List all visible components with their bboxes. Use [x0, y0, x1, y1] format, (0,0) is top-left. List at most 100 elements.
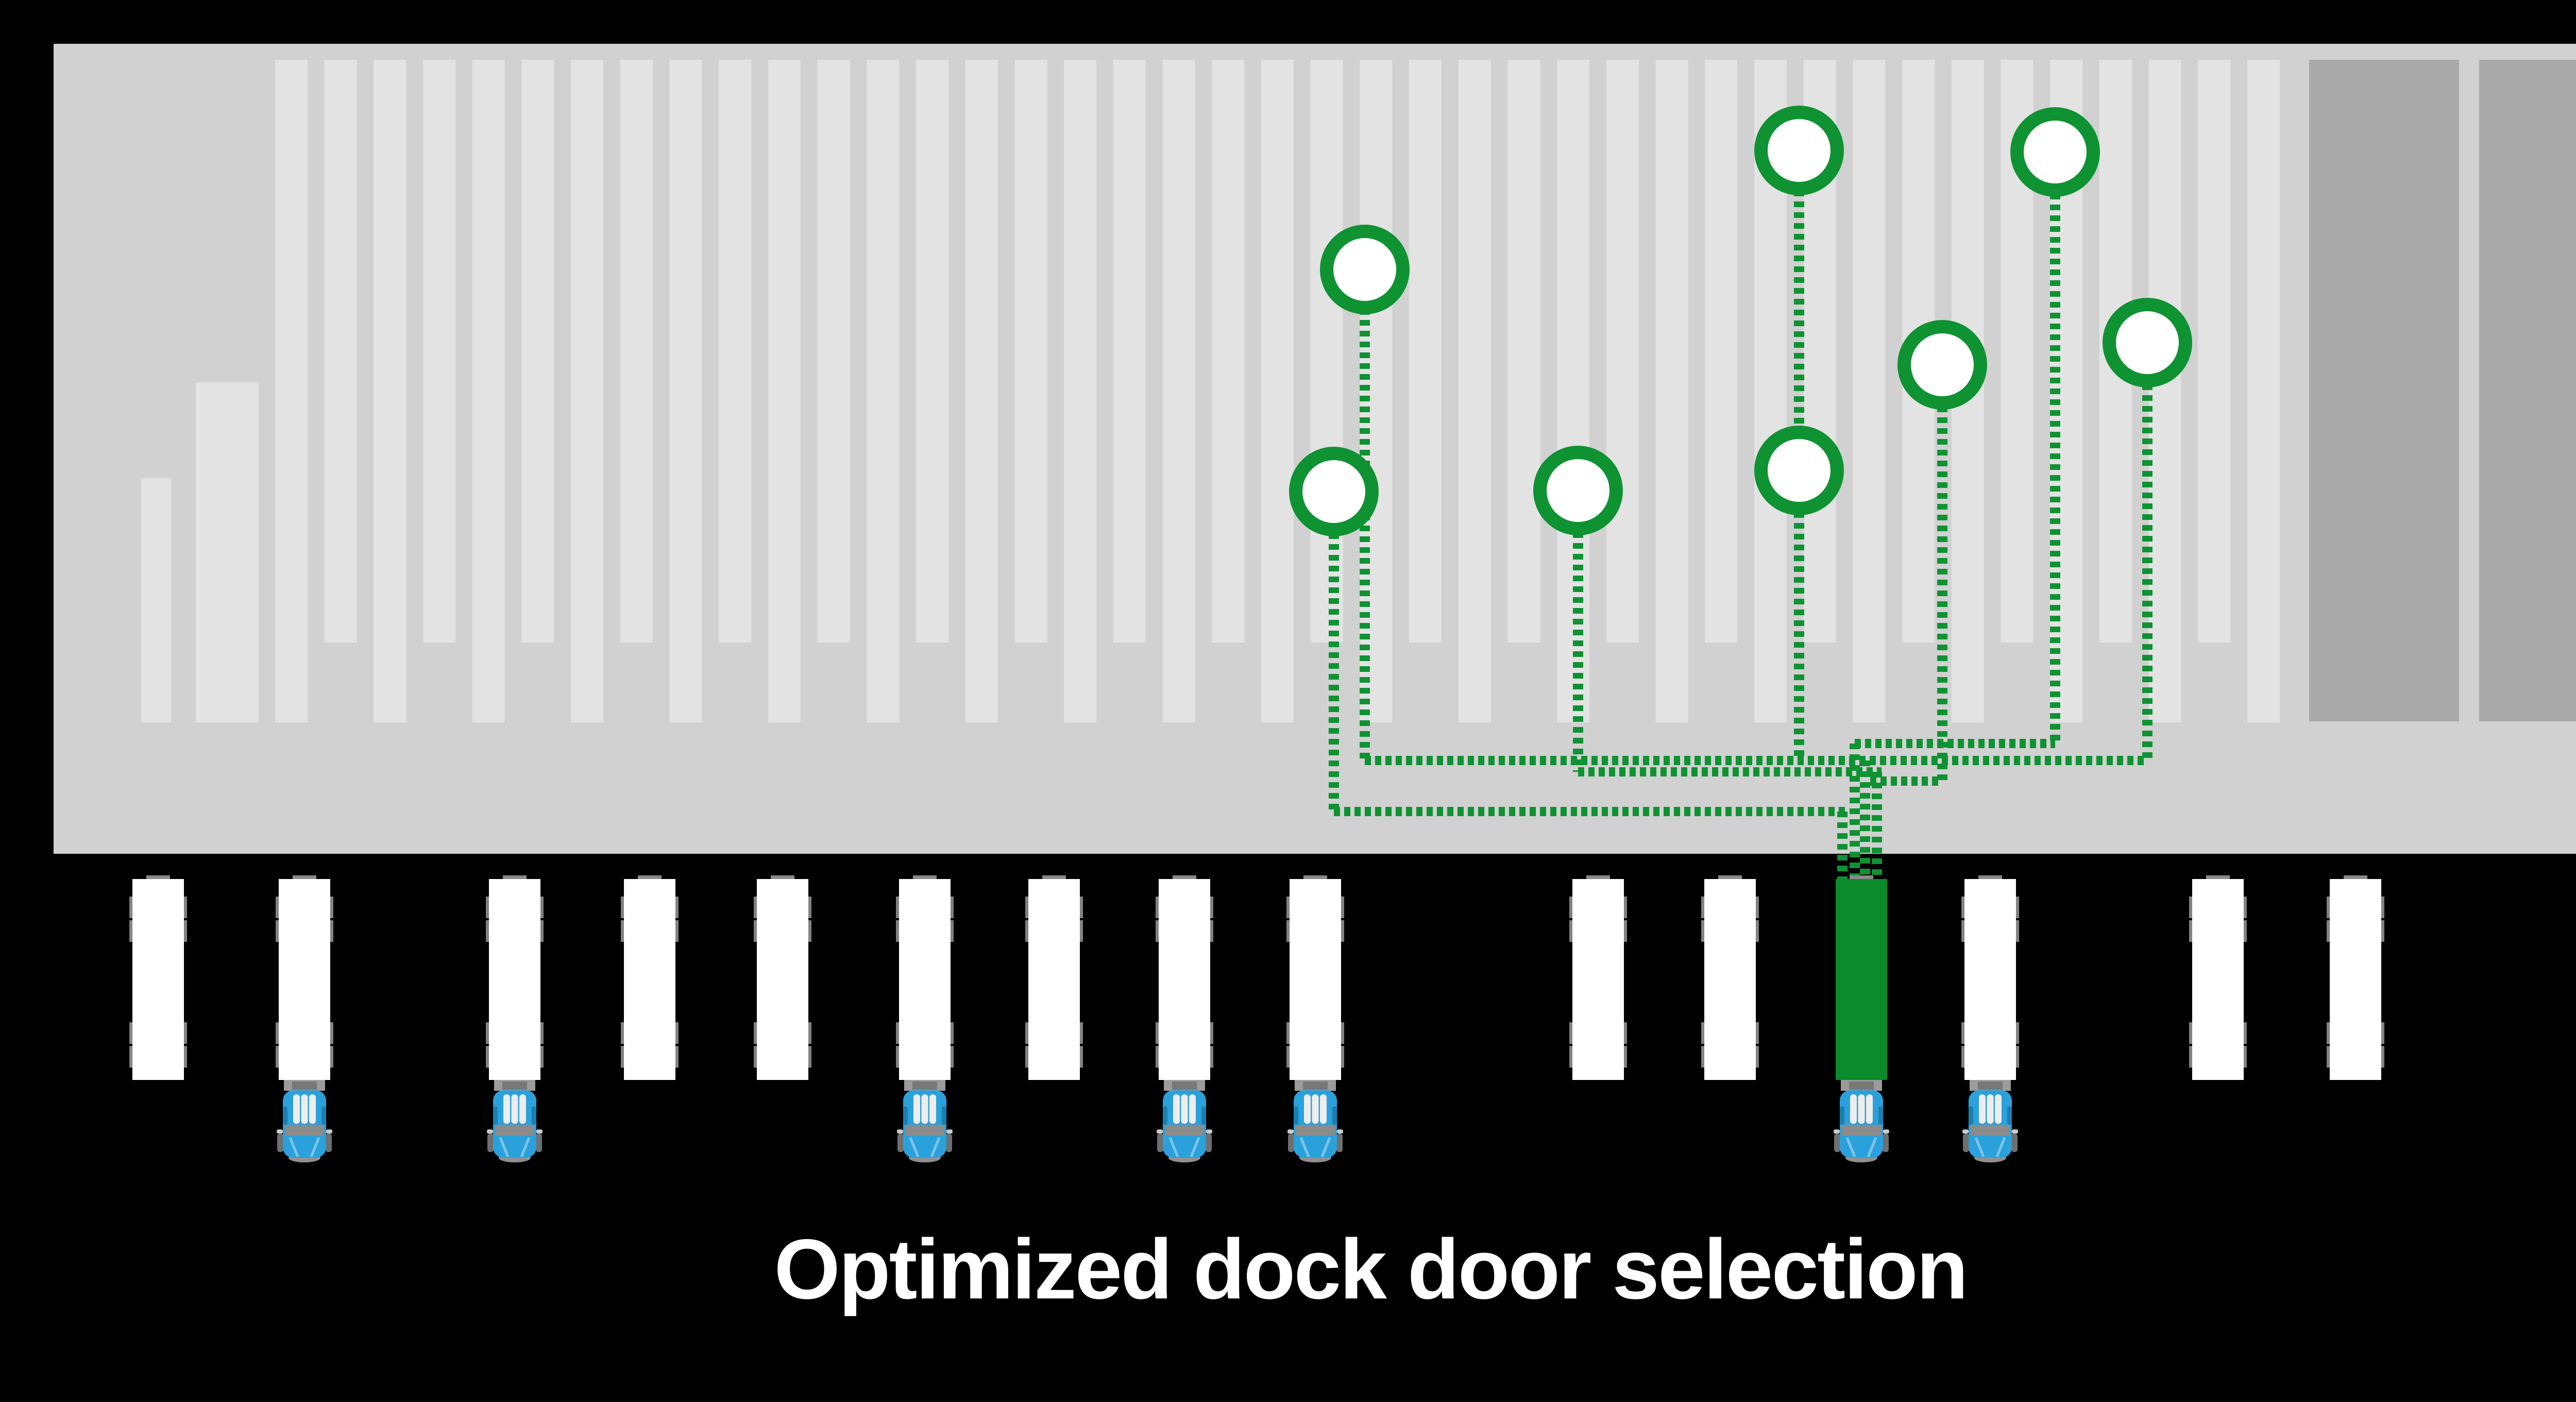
aisle-stripe — [1705, 60, 1738, 643]
pick-location — [1897, 320, 1987, 410]
aisle-stripe — [1064, 60, 1097, 722]
dock-trailer — [2330, 879, 2381, 1080]
tractor-cab-accent-left — [1840, 1106, 1844, 1125]
dock-door — [1701, 875, 1759, 1080]
dock-door-selected — [1834, 875, 1889, 1162]
selected-dock-trailer — [1836, 879, 1887, 1080]
storage-block — [2309, 60, 2459, 721]
dock-trailer — [132, 879, 184, 1080]
dock-trailer — [1290, 879, 1341, 1080]
tractor-cab-accent-right — [532, 1106, 536, 1125]
dock-trailer — [1028, 879, 1080, 1080]
aisle-stripe — [324, 60, 357, 643]
tractor-wheel-left — [1157, 1134, 1163, 1152]
tractor-deflector-slat — [1995, 1094, 2002, 1124]
tractor-deflector-slat — [511, 1094, 518, 1124]
tractor-mirror-left — [277, 1129, 283, 1134]
tractor-deflector-slat — [1181, 1094, 1188, 1124]
dock-door — [754, 875, 811, 1080]
dock-trailer — [2192, 879, 2244, 1080]
tractor-apillar-line — [289, 1137, 299, 1157]
tractor-wheel-right — [326, 1134, 332, 1152]
pick-locations-group — [1289, 106, 2192, 536]
dock-door — [1025, 875, 1083, 1080]
aisle-stripe-partial — [141, 478, 171, 722]
pick-routes-group — [1329, 191, 2153, 879]
tractor-wheel-left — [487, 1134, 494, 1152]
dock-trailer — [624, 879, 675, 1080]
tractor-deflector-slat — [503, 1094, 510, 1124]
tractor-mirror-right — [326, 1129, 332, 1134]
tractor-deflector-slat — [1866, 1094, 1873, 1124]
tractor-windshield-band — [1842, 1125, 1881, 1136]
dock-trailer — [279, 879, 330, 1080]
aisle-stripe — [817, 60, 850, 643]
tractor-deflector-slat — [519, 1094, 526, 1124]
tractor-cab-accent-left — [283, 1106, 287, 1125]
dock-door — [2327, 875, 2384, 1080]
tractor-mirror-left — [1157, 1129, 1163, 1134]
aisle-stripe — [719, 60, 752, 643]
tractor-coupler-plate — [1303, 1082, 1328, 1090]
tractor-coupler-plate — [1978, 1082, 2003, 1090]
aisle-stripe — [768, 60, 801, 722]
aisle-stripe — [1261, 60, 1294, 722]
tractor-coupler-plate — [502, 1082, 527, 1090]
dock-door — [621, 875, 679, 1080]
tractor-wheel-left — [1963, 1134, 1969, 1152]
tractor-mirror-right — [1883, 1129, 1889, 1134]
tractor-mirror-left — [897, 1129, 903, 1134]
tractor-wheel-right — [946, 1134, 952, 1152]
dock-trailer — [1159, 879, 1210, 1080]
tractor-deflector-slat — [1312, 1094, 1319, 1124]
tractor-deflector-slat — [301, 1094, 308, 1124]
tractor-deflector-slat — [293, 1094, 300, 1124]
tractor-deflector-slat — [1173, 1094, 1180, 1124]
dock-door — [276, 875, 333, 1162]
pick-location — [1289, 447, 1379, 536]
tractor-cab-accent-right — [1878, 1106, 1883, 1125]
tractor-apillar-line — [930, 1137, 941, 1157]
tractor-wheel-right — [1206, 1134, 1212, 1152]
tractor-coupler-plate — [1172, 1082, 1197, 1090]
pick-location — [1533, 446, 1623, 535]
aisle-stripe — [867, 60, 900, 722]
pick-location — [2010, 107, 2100, 197]
aisle-stripe — [2247, 60, 2280, 722]
tractor-deflector-slat — [309, 1094, 316, 1124]
aisle-stripe — [423, 60, 456, 643]
tractor-cab-accent-right — [1201, 1106, 1206, 1125]
aisle-stripe — [571, 60, 604, 722]
tractor-apillar-line — [1867, 1137, 1877, 1157]
tractor-mirror-left — [1287, 1129, 1294, 1134]
tractor-apillar-line — [1320, 1137, 1331, 1157]
tractor-deflector-slat — [1189, 1094, 1196, 1124]
tractor-wheel-right — [1336, 1134, 1343, 1152]
tractor-cab-accent-left — [1969, 1106, 1973, 1125]
aisle-stripe — [521, 60, 554, 643]
tractor-coupler-plate — [1849, 1082, 1874, 1090]
dock-trailer — [1964, 879, 2016, 1080]
tractor-cab-accent-left — [903, 1106, 908, 1125]
tractor-windshield-band — [1971, 1125, 2010, 1136]
aisle-stripe — [1014, 60, 1047, 643]
tractor-mirror-left — [1834, 1129, 1840, 1134]
tractor-cab-accent-right — [1332, 1106, 1337, 1125]
aisle-stripe — [1409, 60, 1442, 643]
dock-door — [129, 875, 187, 1080]
tractor-wheel-left — [1288, 1134, 1294, 1152]
pick-location — [1320, 225, 1410, 314]
dock-door — [2189, 875, 2247, 1080]
tractor-apillar-line — [310, 1137, 320, 1157]
tractor-mirror-left — [1962, 1129, 1969, 1134]
tractor-windshield-band — [1296, 1125, 1335, 1136]
tractor-wheel-left — [897, 1134, 904, 1152]
tractor-cab-accent-right — [321, 1106, 326, 1125]
tractor-deflector-slat — [1304, 1094, 1311, 1124]
tractor-windshield-band — [905, 1125, 944, 1136]
aisle-stripe — [472, 60, 505, 722]
dock-doors-group — [129, 875, 2384, 1162]
tractor-deflector-slat — [1320, 1094, 1327, 1124]
aisle-stripe — [965, 60, 998, 722]
